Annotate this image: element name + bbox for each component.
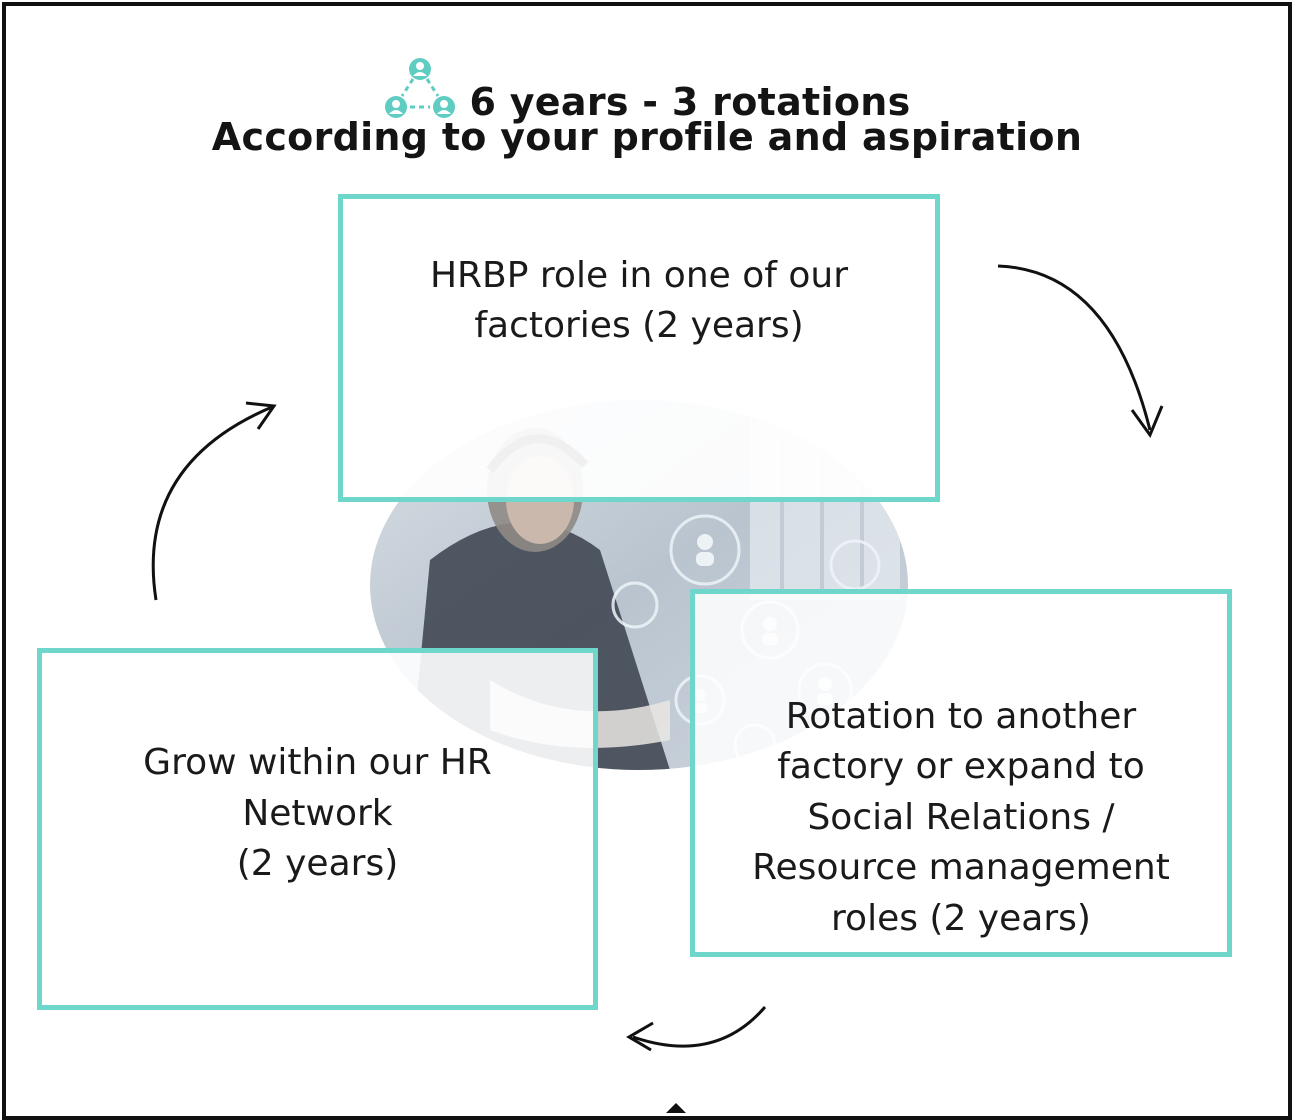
people-network-icon xyxy=(383,57,457,134)
step-text-line: Social Relations / xyxy=(807,796,1115,838)
step-text-line: factory or expand to xyxy=(777,746,1145,788)
step-text-line: Network xyxy=(242,792,393,834)
rotation-step-hrbp: HRBP role in one of our factories (2 yea… xyxy=(338,194,940,502)
step-text-line: Rotation to another xyxy=(785,696,1137,738)
rotation-step-hr-network: Grow within our HR Network (2 years) xyxy=(37,648,598,1010)
step-text-line: factories (2 years) xyxy=(474,305,804,347)
curved-arrow-bottom-left-icon xyxy=(626,1006,767,1052)
title-line-2: According to your profile and aspiration xyxy=(211,115,1083,159)
step-text-line: Resource management xyxy=(752,847,1170,889)
title-line-1: 6 years - 3 rotations xyxy=(0,57,1294,134)
curved-arrow-left-up-icon xyxy=(151,401,277,601)
step-text-line: Grow within our HR xyxy=(143,742,492,784)
title-text-1: 6 years - 3 rotations xyxy=(469,80,911,124)
rotation-step-another-factory: Rotation to another factory or expand to… xyxy=(690,589,1232,957)
curved-arrow-right-down-icon xyxy=(997,264,1164,439)
step-text-line: HRBP role in one of our xyxy=(429,255,849,296)
step-text-line: roles (2 years) xyxy=(831,897,1091,939)
step-text-line: (2 years) xyxy=(236,843,399,885)
bottom-notch xyxy=(666,1103,686,1113)
